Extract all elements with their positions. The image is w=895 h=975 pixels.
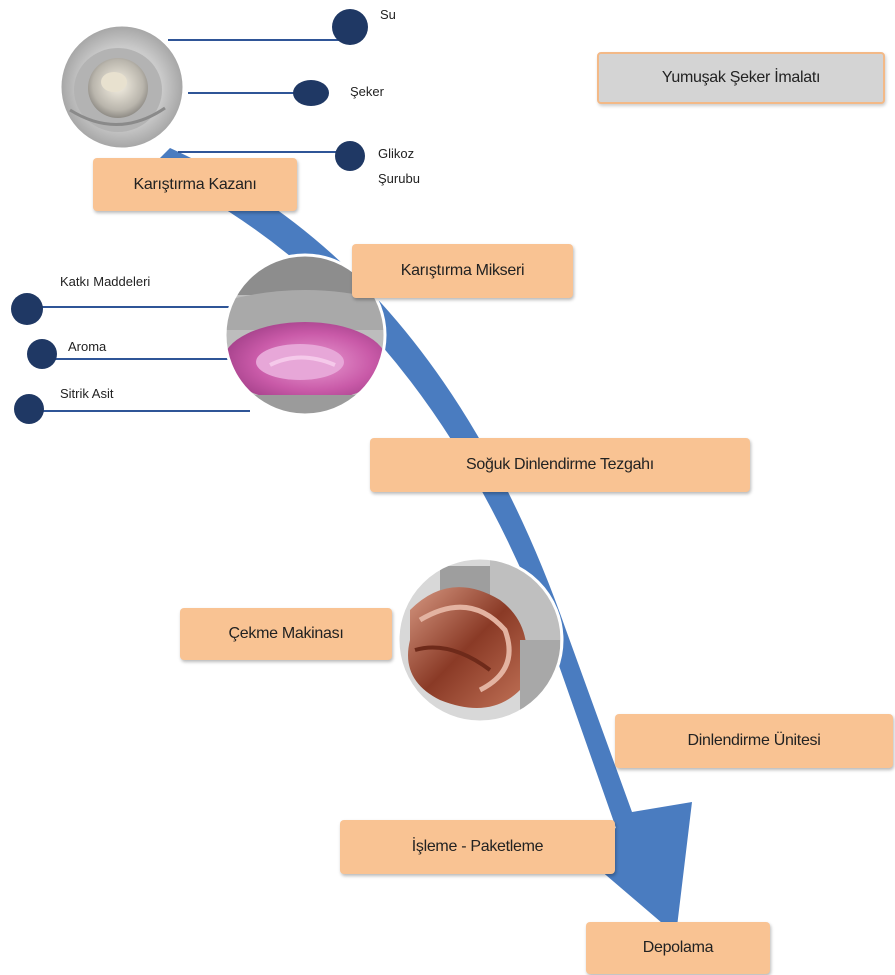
input-label-glikoz: Glikoz: [378, 146, 414, 161]
input-label-su: Su: [380, 7, 396, 22]
input-node-katki: [11, 293, 43, 325]
input-label-sitrik-asit: Sitrik Asit: [60, 386, 113, 401]
input-label-surubu: Şurubu: [378, 171, 420, 186]
input-node-seker: [293, 80, 329, 106]
cekme-makinasi-photo: [398, 558, 562, 722]
step-dinlendirme-unitesi: Dinlendirme Ünitesi: [615, 714, 893, 768]
karistirma-kazani-photo: [60, 25, 184, 149]
input-node-aroma: [27, 339, 57, 369]
input-label-aroma: Aroma: [68, 339, 106, 354]
step-isleme-paketleme: İşleme - Paketleme: [340, 820, 615, 874]
input-node-su: [332, 9, 368, 45]
step-karistirma-kazani: Karıştırma Kazanı: [93, 158, 297, 211]
step-karistirma-mikseri: Karıştırma Mikseri: [352, 244, 573, 298]
input-label-seker: Şeker: [350, 84, 384, 99]
input-node-sitrik: [14, 394, 44, 424]
input-node-glikoz: [335, 141, 365, 171]
input-label-katki-maddeleri: Katkı Maddeleri: [60, 274, 150, 289]
step-cekme-makinasi: Çekme Makinası: [180, 608, 392, 660]
step-soguk-dinlendirme-tezgahi: Soğuk Dinlendirme Tezgahı: [370, 438, 750, 492]
step-depolama: Depolama: [586, 922, 770, 974]
diagram-title: Yumuşak Şeker İmalatı: [597, 52, 885, 104]
